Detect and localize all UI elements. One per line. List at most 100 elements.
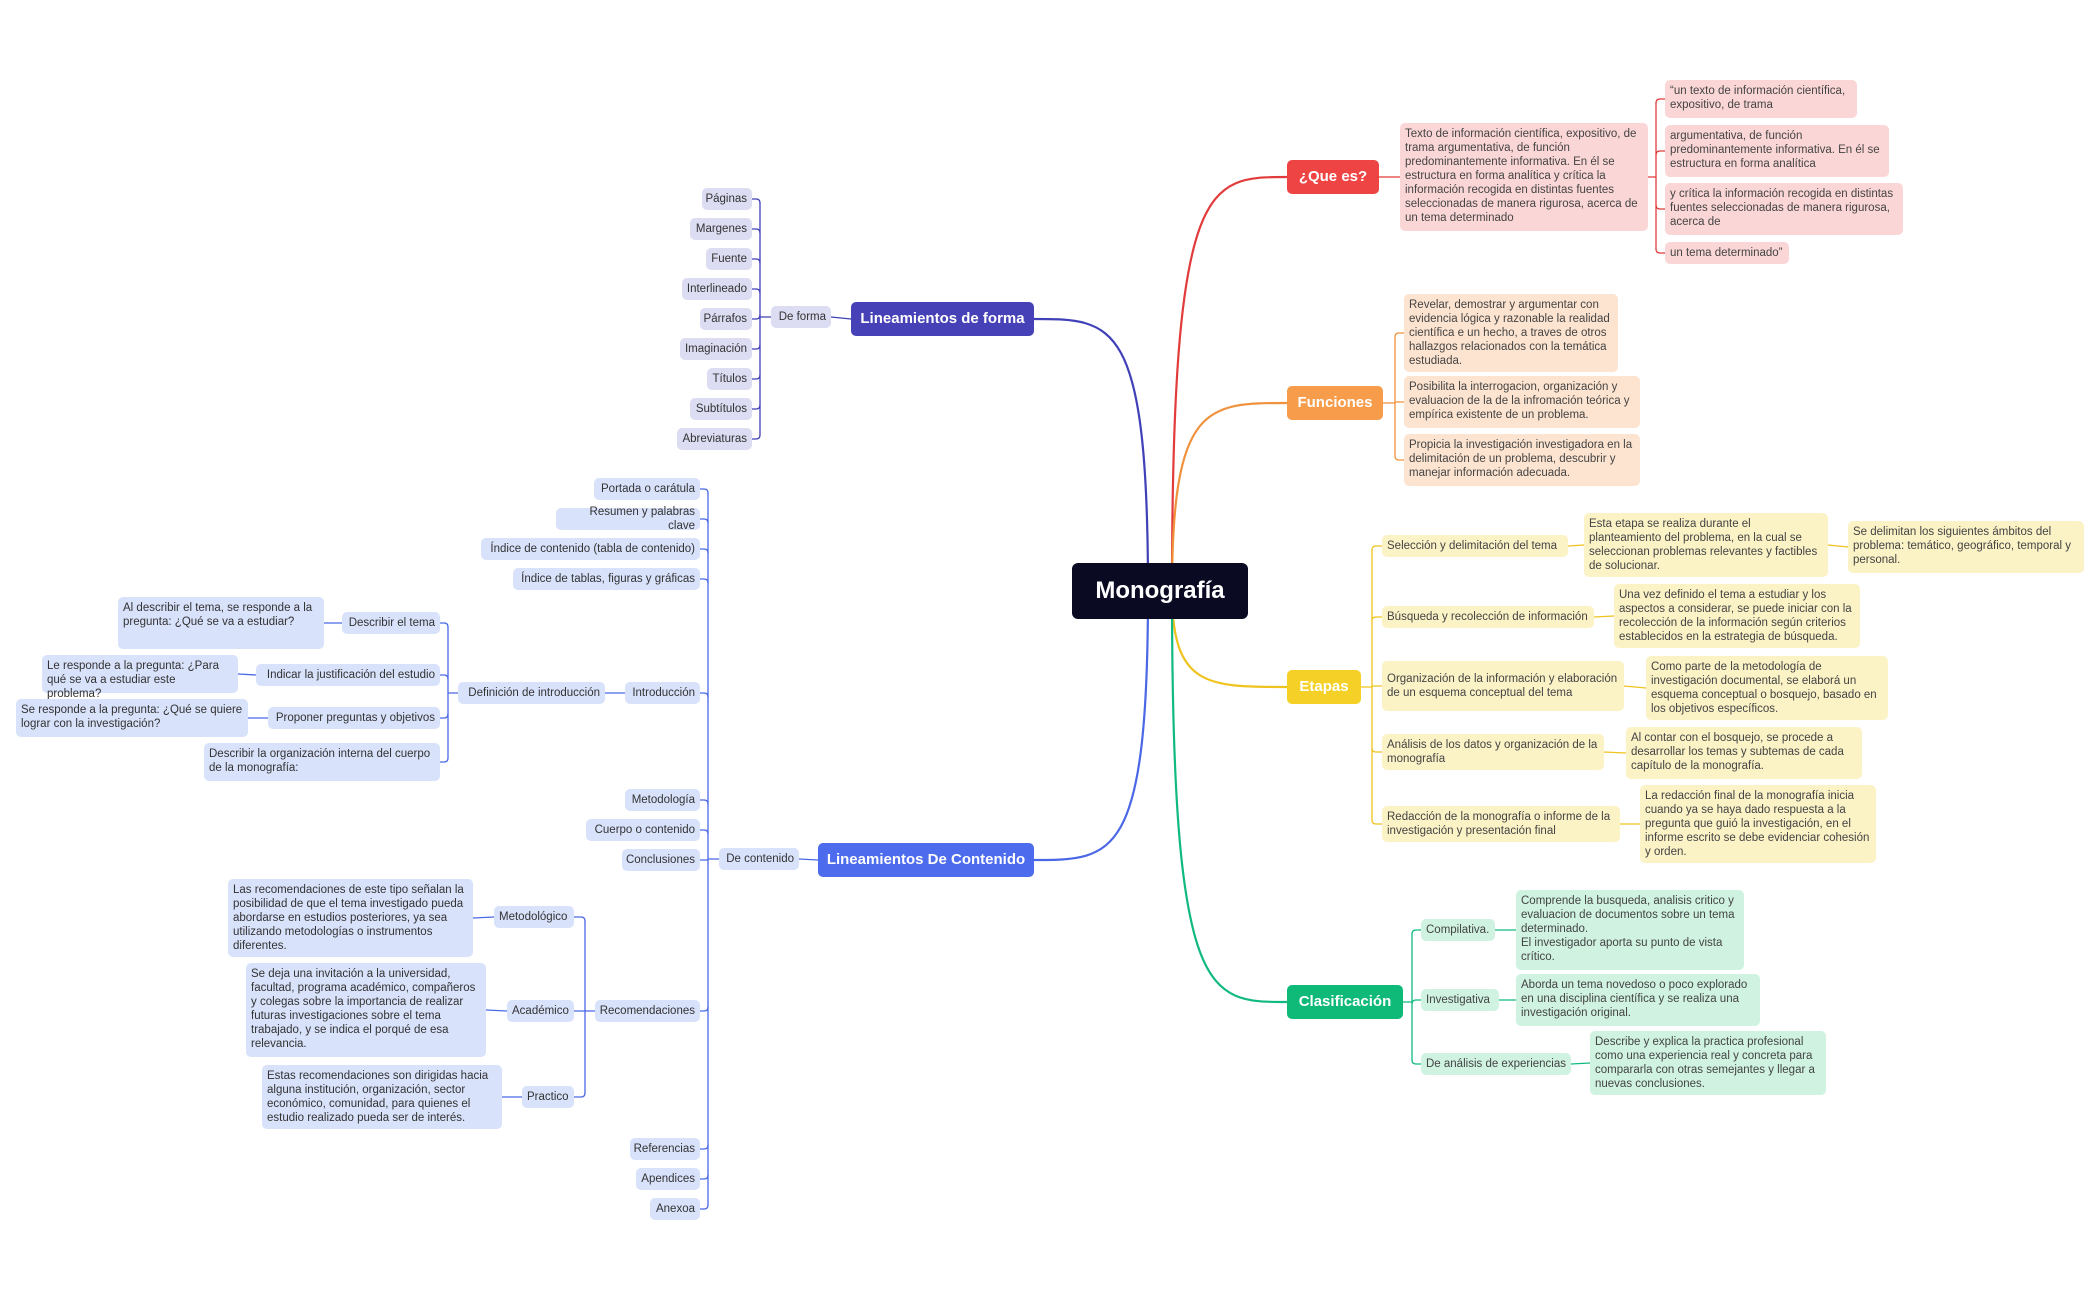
- subtopic-busqueda-y-recoleccion-de-informacion[interactable]: Búsqueda y recolección de información: [1382, 606, 1594, 628]
- node-label: Monografía: [1095, 577, 1225, 604]
- subtopic-fuente[interactable]: Fuente: [706, 248, 752, 270]
- connector-line-50: [1655, 98, 1666, 104]
- node-label: y crítica la información recogida en dis…: [1670, 188, 1894, 228]
- branch-etapas[interactable]: Etapas: [1287, 670, 1361, 704]
- subtopic-de-contenido[interactable]: De contenido: [719, 848, 799, 870]
- node-label: Describir la organización interna del cu…: [209, 748, 431, 774]
- subtopic-practico[interactable]: Practico: [522, 1086, 574, 1108]
- note-un-tema-determinado[interactable]: un tema determinado”: [1665, 242, 1789, 264]
- subtopic-recomendaciones[interactable]: Recomendaciones: [595, 1000, 700, 1022]
- node-label: ¿Que es?: [1298, 168, 1368, 185]
- subtopic-conclusiones[interactable]: Conclusiones: [622, 849, 700, 871]
- note-como-parte-de-la-metodologia-de-investig[interactable]: Como parte de la metodología de investig…: [1646, 656, 1888, 720]
- connector-line-66: [1603, 751, 1627, 754]
- subtopic-imaginacion[interactable]: Imaginación: [680, 338, 752, 360]
- note-se-responde-a-la-pregunta-que-se-quiere-[interactable]: Se responde a la pregunta: ¿Qué se quier…: [16, 699, 248, 737]
- note-posibilita-la-interrogacion-organizacion[interactable]: Posibilita la interrogacion, organizació…: [1404, 376, 1640, 428]
- subtopic-proponer-preguntas-y-objetivos[interactable]: Proponer preguntas y objetivos: [268, 707, 440, 729]
- node-label: Académico: [512, 1005, 569, 1017]
- subtopic-seleccion-y-delimitacion-del-tema[interactable]: Selección y delimitación del tema: [1382, 535, 1568, 557]
- note-estas-recomendaciones-son-dirigidas-haci[interactable]: Estas recomendaciones son dirigidas haci…: [262, 1065, 502, 1129]
- subtopic-cuerpo-o-contenido[interactable]: Cuerpo o contenido: [586, 819, 700, 841]
- note-describe-y-explica-la-practica-profesion[interactable]: Describe y explica la practica profesion…: [1590, 1031, 1826, 1095]
- subtopic-indice-de-tablas-figuras-y-graficas[interactable]: Índice de tablas, figuras y gráficas: [513, 568, 700, 590]
- central-topic[interactable]: Monografía: [1072, 563, 1248, 619]
- subtopic-metodologia[interactable]: Metodología: [625, 789, 700, 811]
- subtopic-analisis-de-los-datos-y-organizacion-de-[interactable]: Análisis de los datos y organización de …: [1382, 734, 1604, 770]
- connector-line-42: [699, 1006, 709, 1012]
- subtopic-introduccion[interactable]: Introducción: [625, 682, 700, 704]
- subtopic-portada-o-caratula[interactable]: Portada o carátula: [594, 478, 700, 500]
- subtopic-indice-de-contenido-tabla-de-contenido[interactable]: Índice de contenido (tabla de contenido): [481, 538, 700, 560]
- node-label: Introducción: [632, 687, 695, 699]
- connector-line-36: [699, 548, 709, 554]
- branch-funciones[interactable]: Funciones: [1287, 386, 1383, 420]
- subtopic-paginas[interactable]: Páginas: [702, 188, 752, 210]
- subtopic-abreviaturas[interactable]: Abreviaturas: [677, 428, 752, 450]
- node-label: Lineamientos de forma: [860, 310, 1025, 327]
- subtopic-de-forma[interactable]: De forma: [771, 306, 831, 328]
- note-comprende-la-busqueda-analisis-critico-y[interactable]: Comprende la busqueda, analisis critico …: [1516, 890, 1744, 970]
- note-esta-etapa-se-realiza-durante-el-plantea[interactable]: Esta etapa se realiza durante el plantea…: [1584, 513, 1828, 577]
- connector-line-82: [1411, 999, 1422, 1005]
- note-al-contar-con-el-bosquejo-se-procede-a-d[interactable]: Al contar con el bosquejo, se procede a …: [1626, 727, 1862, 779]
- connector-line-15: [237, 673, 257, 676]
- subtopic-indicar-la-justificacion-del-estudio[interactable]: Indicar la justificación del estudio: [256, 664, 440, 686]
- subtopic-organizacion-de-la-informacion-y-elabora[interactable]: Organización de la información y elabora…: [1382, 661, 1624, 711]
- subtopic-resumen-y-palabras-clave[interactable]: Resumen y palabras clave: [556, 506, 700, 532]
- subtopic-metodologico[interactable]: Metodológico: [494, 906, 574, 928]
- note-propicia-la-investigacion-investigadora-[interactable]: Propicia la investigación investigadora …: [1404, 434, 1640, 486]
- node-label: Referencias: [633, 1143, 695, 1155]
- node-label: Investigativa: [1426, 994, 1490, 1006]
- node-label: Aborda un tema novedoso o poco explorado…: [1521, 979, 1748, 1019]
- branch-lineamientos-de-contenido[interactable]: Lineamientos De Contenido: [818, 843, 1034, 877]
- subtopic-titulos[interactable]: Títulos: [707, 368, 752, 390]
- note-la-redaccion-final-de-la-monografia-inic[interactable]: La redacción final de la monografía inic…: [1640, 785, 1876, 863]
- subtopic-compilativa[interactable]: Compilativa.: [1421, 919, 1495, 941]
- subtopic-subtitulos[interactable]: Subtítulos: [690, 398, 752, 420]
- note-describir-la-organizacion-interna-del-cu[interactable]: Describir la organización interna del cu…: [204, 743, 440, 781]
- subtopic-describir-el-tema[interactable]: Describir el tema: [342, 612, 440, 634]
- note-una-vez-definido-el-tema-a-estudiar-y-lo[interactable]: Una vez definido el tema a estudiar y lo…: [1614, 584, 1860, 648]
- connector-line-45: [699, 1204, 709, 1210]
- connector-line-64: [1593, 615, 1615, 618]
- note-y-critica-la-informacion-recogida-en-dis[interactable]: y crítica la información recogida en dis…: [1665, 183, 1903, 235]
- connector-line-43: [699, 1144, 709, 1150]
- subtopic-redaccion-de-la-monografia-o-informe-de-[interactable]: Redacción de la monografía o informe de …: [1382, 806, 1620, 842]
- node-label: Anexoa: [655, 1203, 695, 1215]
- note-revelar-demostrar-y-argumentar-con-evide[interactable]: Revelar, demostrar y argumentar con evid…: [1404, 294, 1618, 372]
- connector-line-26: [573, 916, 586, 922]
- subtopic-investigativa[interactable]: Investigativa: [1421, 989, 1499, 1011]
- connector-line-62: [1827, 544, 1849, 548]
- subtopic-referencias[interactable]: Referencias: [630, 1138, 700, 1160]
- node-label: Metodológico: [499, 911, 568, 923]
- connector-line-6: [751, 288, 761, 294]
- note-un-texto-de-informacion-cientifica-expos[interactable]: “un texto de información científica, exp…: [1665, 80, 1857, 118]
- branch-que-es[interactable]: ¿Que es?: [1287, 160, 1379, 194]
- subtopic-anexoa[interactable]: Anexoa: [650, 1198, 700, 1220]
- connector-line-34: [699, 488, 709, 494]
- subtopic-margenes[interactable]: Margenes: [690, 218, 752, 240]
- node-label: De contenido: [726, 853, 794, 865]
- branch-clasificacion[interactable]: Clasificación: [1287, 985, 1403, 1019]
- note-le-responde-a-la-pregunta-para-que-se-va[interactable]: Le responde a la pregunta: ¿Para qué se …: [42, 655, 238, 700]
- note-se-deja-una-invitacion-a-la-universidad-[interactable]: Se deja una invitación a la universidad,…: [246, 963, 486, 1057]
- subtopic-definicion-de-introduccion[interactable]: Definición de introducción: [458, 682, 605, 704]
- node-label: Indicar la justificación del estudio: [266, 669, 435, 681]
- subtopic-de-analisis-de-experiencias[interactable]: De análisis de experiencias: [1421, 1053, 1571, 1075]
- connector-line-74: [1371, 819, 1383, 825]
- node-label: Cuerpo o contenido: [594, 824, 695, 836]
- note-argumentativa-de-funcion-predominantemen[interactable]: argumentativa, de función predominanteme…: [1665, 125, 1889, 177]
- note-al-describir-el-tema-se-responde-a-la-pr[interactable]: Al describir el tema, se responde a la p…: [118, 597, 324, 649]
- subtopic-academico[interactable]: Académico: [507, 1000, 574, 1022]
- connector-line-9: [751, 374, 761, 380]
- subtopic-interlineado[interactable]: Interlineado: [682, 278, 752, 300]
- note-las-recomendaciones-de-este-tipo-senalan[interactable]: Las recomendaciones de este tipo señalan…: [228, 879, 473, 957]
- branch-lineamientos-de-forma[interactable]: Lineamientos de forma: [851, 302, 1034, 336]
- note-aborda-un-tema-novedoso-o-poco-explorado[interactable]: Aborda un tema novedoso o poco explorado…: [1516, 974, 1760, 1026]
- subtopic-parrafos[interactable]: Párrafos: [700, 308, 752, 330]
- node-label: Estas recomendaciones son dirigidas haci…: [267, 1070, 489, 1124]
- subtopic-apendices[interactable]: Apendices: [636, 1168, 700, 1190]
- note-texto-de-informacion-cientifica-expositi[interactable]: Texto de información científica, exposit…: [1400, 123, 1648, 231]
- note-se-delimitan-los-siguientes-ambitos-del-[interactable]: Se delimitan los siguientes ámbitos del …: [1848, 521, 2084, 573]
